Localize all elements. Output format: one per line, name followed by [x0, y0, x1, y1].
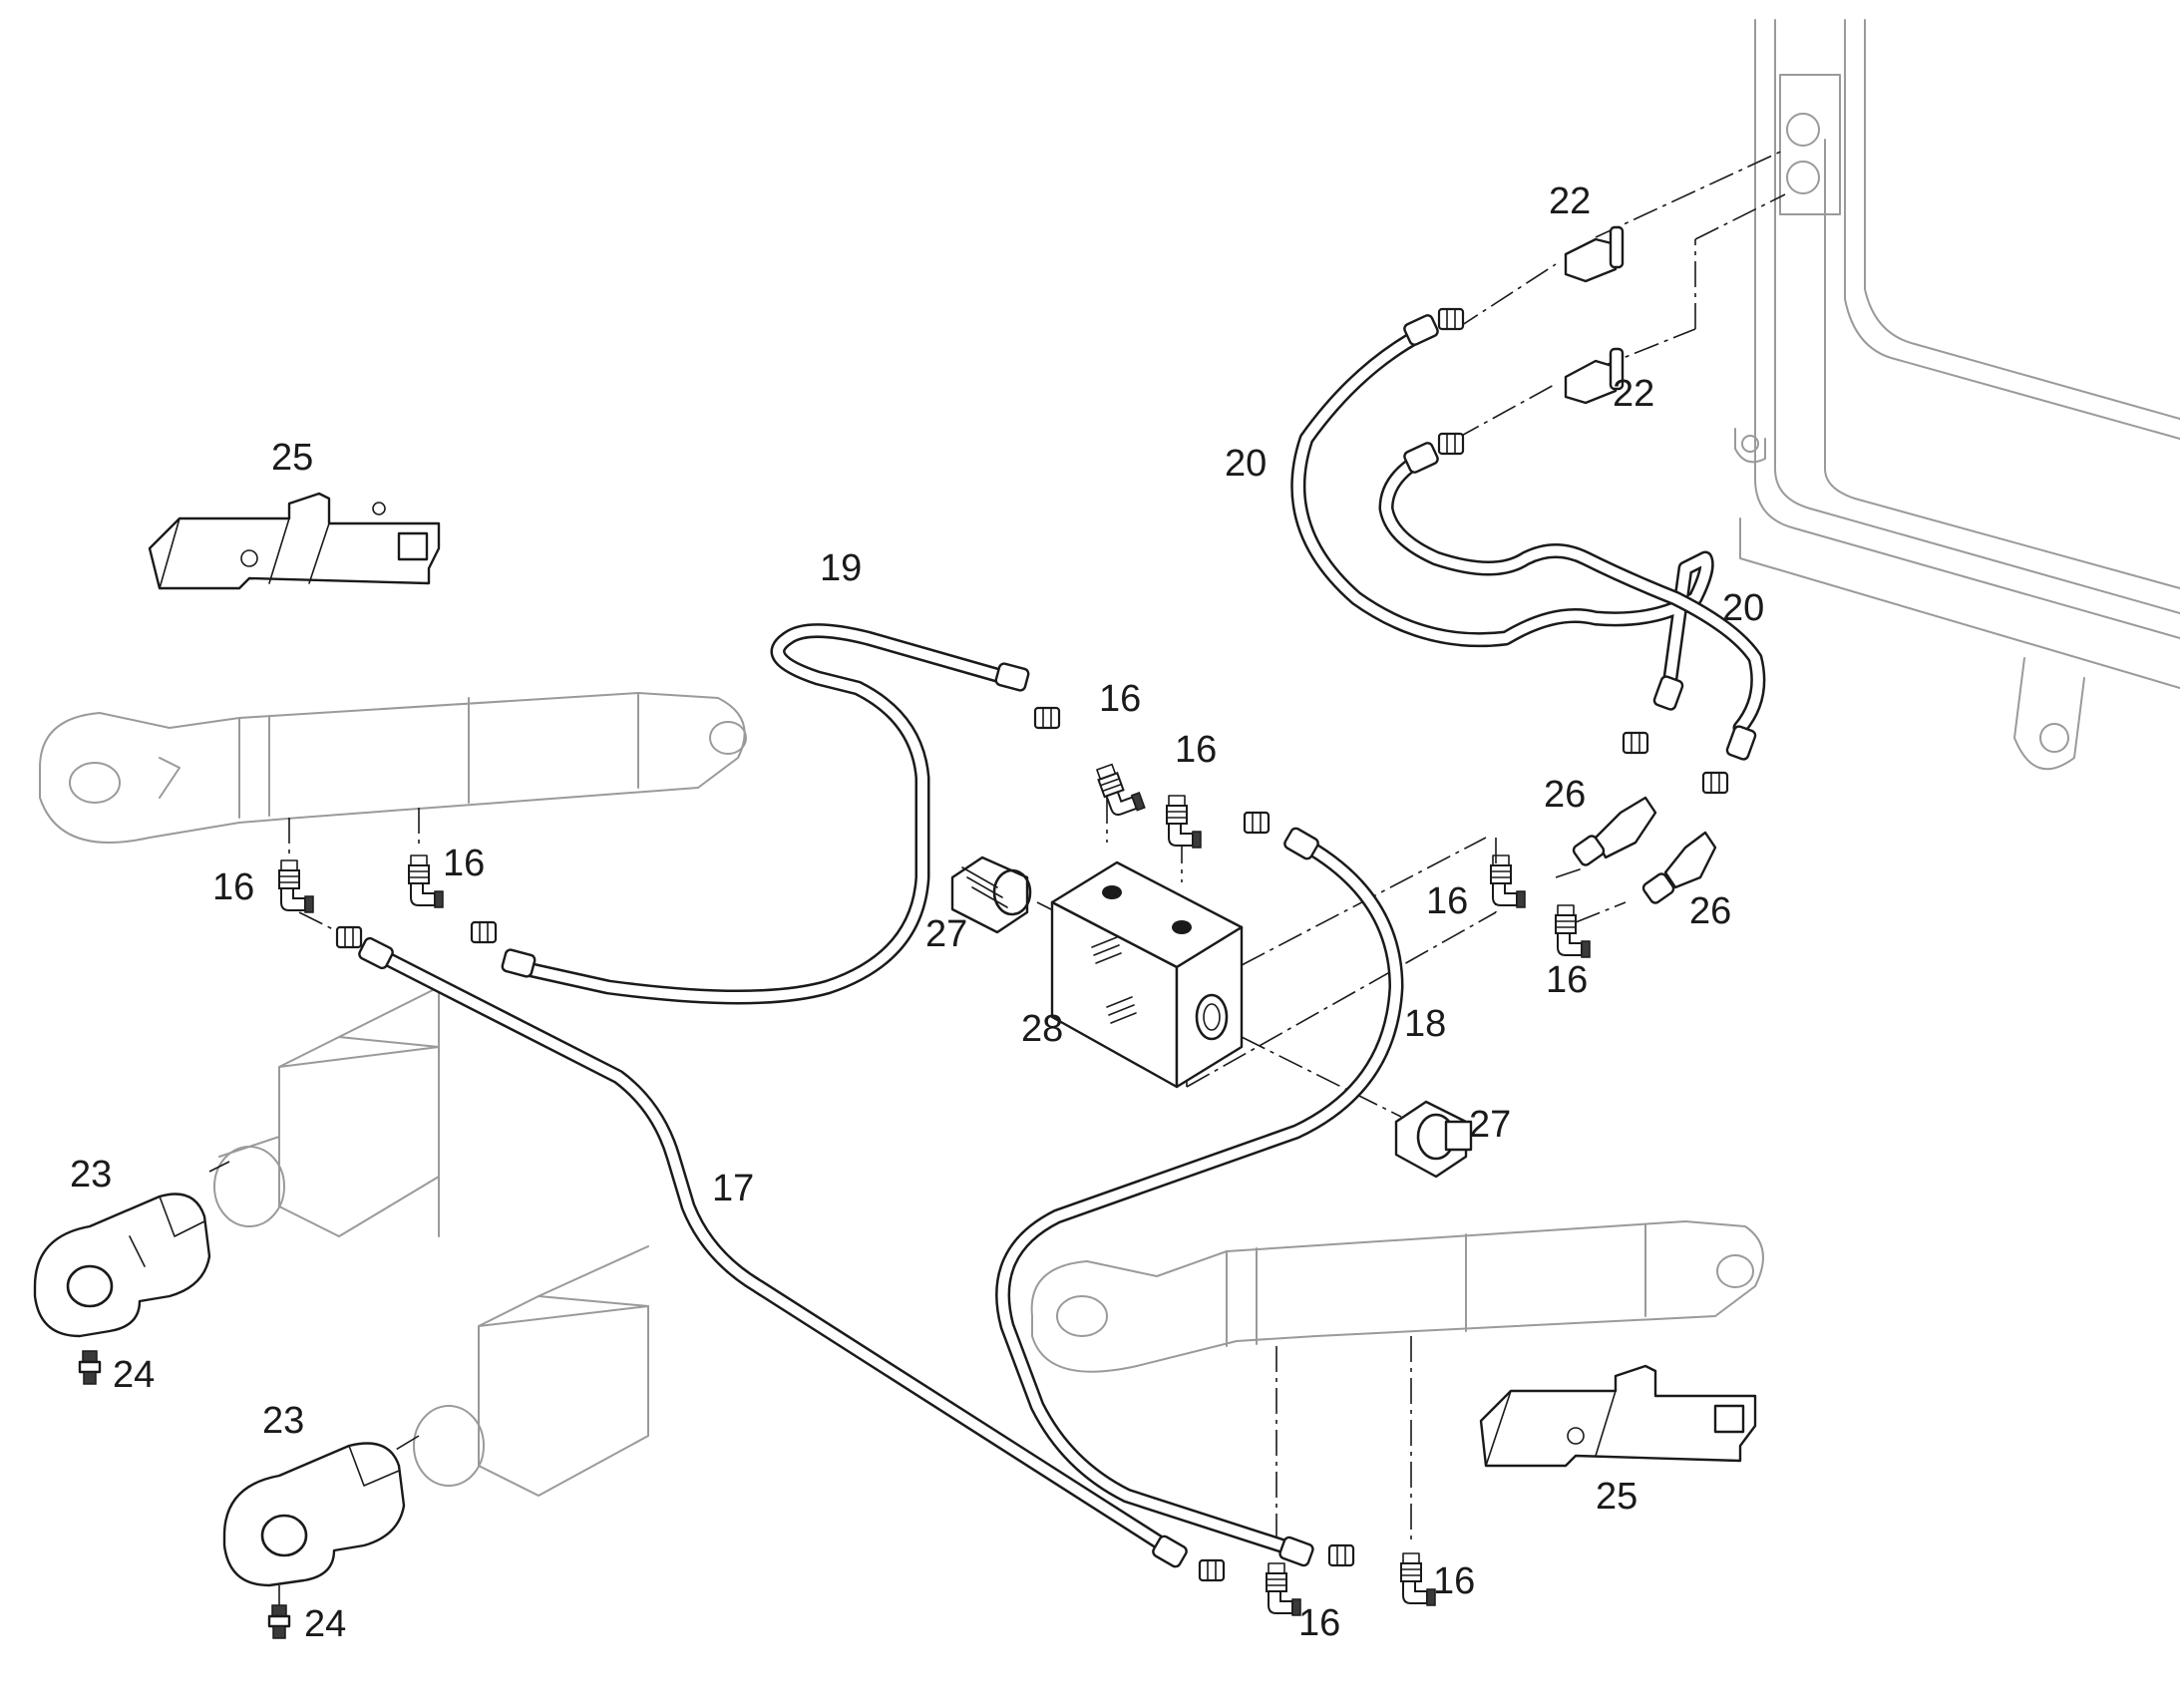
callout-22: 22	[1613, 373, 1654, 415]
grease-nipple-24-upper	[78, 1350, 102, 1385]
callout-26: 26	[1544, 774, 1586, 816]
callout-16: 16	[212, 866, 254, 908]
assembly-lines	[89, 149, 1786, 1615]
callout-24: 24	[304, 1603, 346, 1645]
hose-20-lower	[1378, 451, 1766, 736]
callout-16: 16	[1175, 729, 1217, 771]
grease-nipple-24-lower	[267, 1604, 291, 1639]
callout-27: 27	[925, 913, 967, 955]
callout-28: 28	[1021, 1008, 1063, 1050]
callout-16: 16	[1433, 1560, 1475, 1602]
frame-ghost	[1734, 19, 2180, 771]
callout-18: 18	[1404, 1003, 1446, 1045]
clevis-23-lower	[222, 1442, 406, 1587]
hose-19	[511, 623, 1015, 1005]
plug-27-upper	[950, 855, 1032, 934]
adapter-26-group	[1572, 796, 1717, 904]
callout-16: 16	[1099, 678, 1141, 720]
callout-25: 25	[271, 437, 313, 479]
callout-25: 25	[1596, 1476, 1637, 1518]
callout-23: 23	[262, 1400, 304, 1442]
callout-16: 16	[1546, 959, 1588, 1001]
callout-16: 16	[1426, 880, 1468, 922]
callout-26: 26	[1689, 890, 1731, 932]
bracket-25-lower	[1479, 1364, 1757, 1468]
hose-18	[995, 838, 1404, 1558]
plug-27-lower	[1394, 1100, 1473, 1179]
cylinder-upper-left-ghost	[39, 692, 747, 844]
callout-16: 16	[443, 843, 485, 884]
callout-labels: 16 16 16 16 16 16 16 16 17 18 19 20 20 2…	[70, 180, 1764, 1645]
callout-19: 19	[820, 547, 862, 589]
callout-24: 24	[113, 1354, 155, 1396]
valve-block	[1050, 860, 1244, 1089]
connector-22-group	[1564, 225, 1625, 405]
callout-16: 16	[1298, 1602, 1340, 1644]
callout-20: 20	[1225, 443, 1267, 485]
callout-20: 20	[1722, 587, 1764, 629]
elbow-16-group	[278, 758, 1591, 1616]
hose-17	[376, 949, 1180, 1558]
callout-27: 27	[1469, 1104, 1511, 1146]
bracket-25-upper	[148, 492, 441, 590]
rod-ghost-left	[213, 986, 440, 1237]
callout-22: 22	[1549, 180, 1591, 222]
clevis-23-upper	[33, 1193, 211, 1338]
cylinder-lower-right-ghost	[1030, 1220, 1764, 1373]
callout-17: 17	[712, 1168, 754, 1209]
hose-fittings	[335, 307, 1757, 1582]
rod-ghost-left-lower	[413, 1245, 649, 1497]
callout-23: 23	[70, 1154, 112, 1196]
